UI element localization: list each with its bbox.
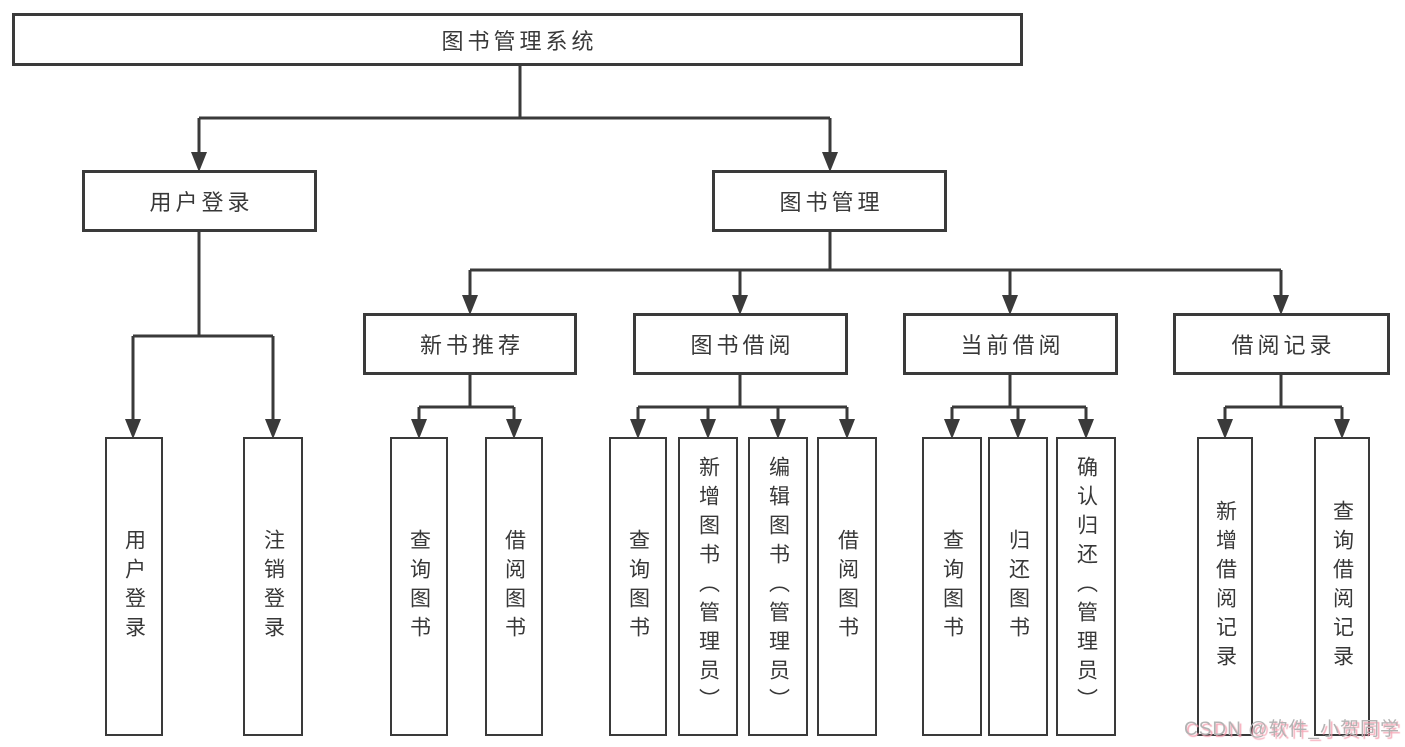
node-borrow-records-label: 借阅记录 xyxy=(1231,333,1336,358)
arrowhead xyxy=(191,152,207,172)
node-book-management-label: 图书管理 xyxy=(779,190,884,215)
edge-current-borrow-to-children xyxy=(944,375,1094,439)
leaf-edit-book-admin-label: 编辑图书（管理员） xyxy=(766,456,790,717)
leaf-query-borrow-record: 查询借阅记录 xyxy=(1314,437,1370,736)
arrowhead xyxy=(1273,295,1289,315)
leaf-borrow-book-recommend-label: 借阅图书 xyxy=(502,528,526,645)
node-user-login-label: 用户登录 xyxy=(149,190,254,215)
leaf-add-borrow-record-label: 新增借阅记录 xyxy=(1213,499,1237,674)
arrowhead xyxy=(944,419,960,439)
leaf-borrow-book: 借阅图书 xyxy=(817,437,877,736)
arrowhead xyxy=(265,419,281,439)
leaf-confirm-return-admin-label: 确认归还（管理员） xyxy=(1074,456,1098,717)
leaf-query-book-borrow: 查询图书 xyxy=(609,437,667,736)
node-book-borrow-label: 图书借阅 xyxy=(690,333,795,358)
arrowhead xyxy=(822,152,838,172)
leaf-return-book: 归还图书 xyxy=(988,437,1048,736)
leaf-confirm-return-admin: 确认归还（管理员） xyxy=(1056,437,1116,736)
arrowhead xyxy=(630,419,646,439)
arrowhead xyxy=(1078,419,1094,439)
arrowhead xyxy=(732,295,748,315)
arrowhead xyxy=(839,419,855,439)
watermark: CSDN @软件_小贺同学 xyxy=(1184,719,1400,740)
node-current-borrow: 当前借阅 xyxy=(903,313,1118,375)
arrowhead xyxy=(1002,295,1018,315)
edge-book-borrow-to-children xyxy=(630,375,855,439)
leaf-return-book-label: 归还图书 xyxy=(1006,528,1030,645)
leaf-logout: 注销登录 xyxy=(243,437,303,736)
node-book-borrow: 图书借阅 xyxy=(633,313,848,375)
arrowhead xyxy=(411,419,427,439)
arrowhead xyxy=(506,419,522,439)
leaf-edit-book-admin: 编辑图书（管理员） xyxy=(748,437,808,736)
edge-root-to-level2 xyxy=(191,66,838,172)
node-book-management: 图书管理 xyxy=(712,170,947,232)
node-root-label: 图书管理系统 xyxy=(441,28,598,54)
arrowhead xyxy=(1010,419,1026,439)
edge-new-book-to-children xyxy=(411,375,522,439)
leaf-borrow-book-recommend: 借阅图书 xyxy=(485,437,543,736)
leaf-query-borrow-record-label: 查询借阅记录 xyxy=(1330,499,1354,674)
node-current-borrow-label: 当前借阅 xyxy=(960,333,1065,358)
arrowhead xyxy=(770,419,786,439)
edge-book-management-to-level3 xyxy=(462,232,1289,315)
leaf-query-book-borrow-label: 查询图书 xyxy=(626,528,650,645)
arrowhead xyxy=(1217,419,1233,439)
edge-user-login-to-children xyxy=(125,232,281,439)
node-borrow-records: 借阅记录 xyxy=(1173,313,1390,375)
leaf-add-book-admin-label: 新增图书（管理员） xyxy=(696,456,720,717)
node-root: 图书管理系统 xyxy=(12,13,1023,66)
leaf-add-borrow-record: 新增借阅记录 xyxy=(1197,437,1253,736)
arrowhead xyxy=(1334,419,1350,439)
leaf-user-login-label: 用户登录 xyxy=(122,528,146,645)
leaf-add-book-admin: 新增图书（管理员） xyxy=(678,437,738,736)
leaf-query-book-recommend-label: 查询图书 xyxy=(407,528,431,645)
arrowhead xyxy=(462,295,478,315)
node-user-login: 用户登录 xyxy=(82,170,317,232)
leaf-query-book-current: 查询图书 xyxy=(922,437,982,736)
edge-records-to-children xyxy=(1217,375,1350,439)
node-new-book-recommend: 新书推荐 xyxy=(363,313,577,375)
leaf-query-book-recommend: 查询图书 xyxy=(390,437,448,736)
leaf-logout-label: 注销登录 xyxy=(261,528,285,645)
leaf-user-login: 用户登录 xyxy=(105,437,163,736)
node-new-book-recommend-label: 新书推荐 xyxy=(419,333,524,358)
leaf-borrow-book-label: 借阅图书 xyxy=(835,528,859,645)
leaf-query-book-current-label: 查询图书 xyxy=(940,528,964,645)
arrowhead xyxy=(125,419,141,439)
arrowhead xyxy=(700,419,716,439)
